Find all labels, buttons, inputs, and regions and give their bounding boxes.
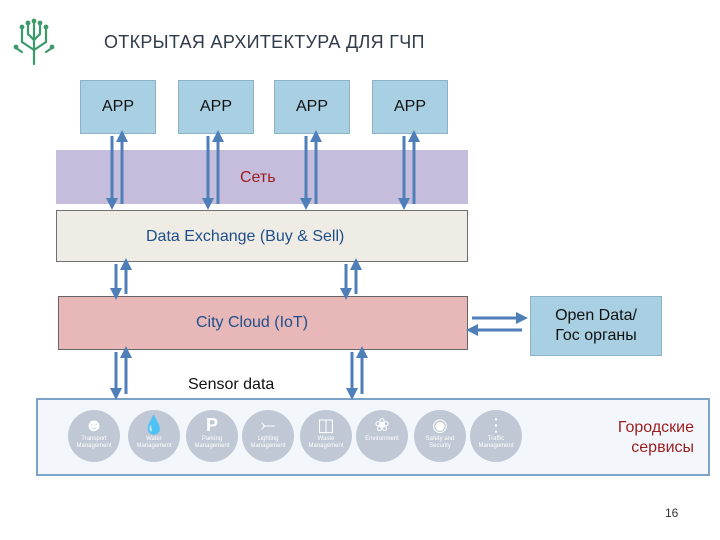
leaf-icon: ❀ — [374, 415, 390, 435]
city-services-line1: Городские — [617, 419, 694, 436]
app-box-3: APP — [274, 80, 350, 134]
app-box-2: APP — [178, 80, 254, 134]
open-data-line1: Open Data/ — [555, 307, 637, 324]
network-label: Сеть — [240, 169, 276, 186]
logo — [12, 16, 56, 66]
city-services-line2: сервисы — [631, 439, 694, 456]
city-cloud-layer — [58, 296, 468, 350]
traffic-light-icon: ⋮ — [487, 415, 505, 435]
page-title: ОТКРЫТАЯ АРХИТЕКТУРА ДЛЯ ГЧП — [104, 32, 425, 52]
service-environment: ❀ Environment — [356, 410, 408, 462]
water-drop-icon: 💧 — [142, 415, 166, 435]
person-icon: ☻ — [84, 415, 104, 435]
city-services-label: Городские сервисы — [592, 418, 694, 458]
open-data-line2: Гос органы — [555, 327, 637, 344]
camera-icon: ◉ — [432, 415, 448, 435]
app-box-1: APP — [80, 80, 156, 134]
lamp-icon: ⤚ — [260, 415, 276, 435]
app-box-4: APP — [372, 80, 448, 134]
open-data-box: Open Data/ Гос органы — [530, 296, 662, 356]
data-exchange-layer — [56, 210, 468, 262]
trash-icon: ◫ — [317, 415, 335, 435]
city-cloud-label: City Cloud (IoT) — [196, 314, 309, 331]
sensor-data-label: Sensor data — [188, 376, 275, 393]
parking-icon: P — [205, 415, 218, 435]
network-band — [56, 150, 468, 204]
data-exchange-label: Data Exchange (Buy & Sell) — [146, 228, 345, 245]
page-number: 16 — [665, 506, 679, 520]
